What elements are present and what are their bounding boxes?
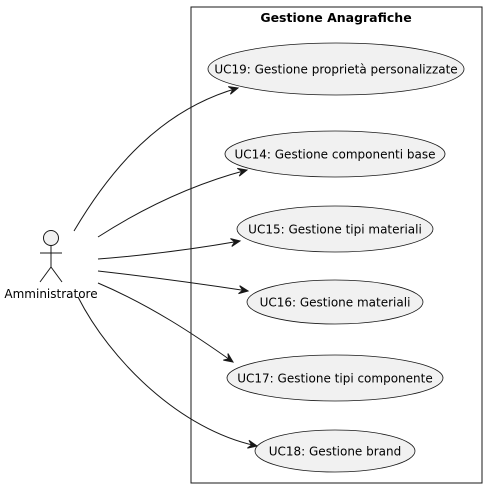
use-case-uc14[interactable]: UC14: Gestione componenti base [224,130,446,178]
use-case-ellipse [226,354,444,402]
arrow-head-icon [223,353,235,363]
association-line [97,270,249,292]
association-line [77,296,258,447]
arrow-head-icon [230,238,242,247]
stick-figure-actor-icon [39,230,63,283]
use-case-ellipse [254,429,416,473]
use-case-label: UC14: Gestione componenti base [234,148,435,162]
use-case-uc16[interactable]: UC16: Gestione materiali [246,279,424,325]
association-uc18 [77,296,259,449]
association-uc14 [97,167,249,238]
use-case-ellipse [207,42,465,96]
boundary-title: Gestione Anagrafiche [260,10,411,25]
arrow-head-icon [237,167,249,177]
actor-label: Amministratore [4,287,97,301]
actor-amministratore[interactable]: Amministratore [4,230,98,302]
association-uc15 [97,238,242,260]
use-case-label: UC15: Gestione tipi materiali [248,223,422,237]
use-case-ellipse [246,279,424,325]
use-case-label: UC19: Gestione proprietà personalizzate [214,63,457,77]
use-case-uc15[interactable]: UC15: Gestione tipi materiali [236,205,434,253]
use-case-label: UC16: Gestione materiali [260,296,411,310]
association-line [97,169,248,238]
association-uc16 [97,270,250,295]
arrow-head-icon [238,285,250,295]
use-case-label: UC17: Gestione tipi componente [237,372,432,386]
actor-left-leg [39,266,52,283]
association-line [73,87,239,232]
actor-right-leg [50,266,63,283]
use-case-uc17[interactable]: UC17: Gestione tipi componente [226,354,444,402]
association-uc17 [97,282,235,363]
use-case-ellipse [236,205,434,253]
use-case-uc18[interactable]: UC18: Gestione brand [254,429,416,473]
use-case-label: UC18: Gestione brand [269,445,402,459]
association-uc19 [73,86,240,232]
arrow-head-icon [247,439,259,449]
use-case-uc19[interactable]: UC19: Gestione proprietà personalizzate [207,42,465,96]
association-line [97,240,241,260]
associations [73,86,259,449]
actor-head [43,230,59,246]
association-line [97,282,234,363]
arrow-head-icon [227,86,240,95]
use-case-ellipse [224,130,446,178]
